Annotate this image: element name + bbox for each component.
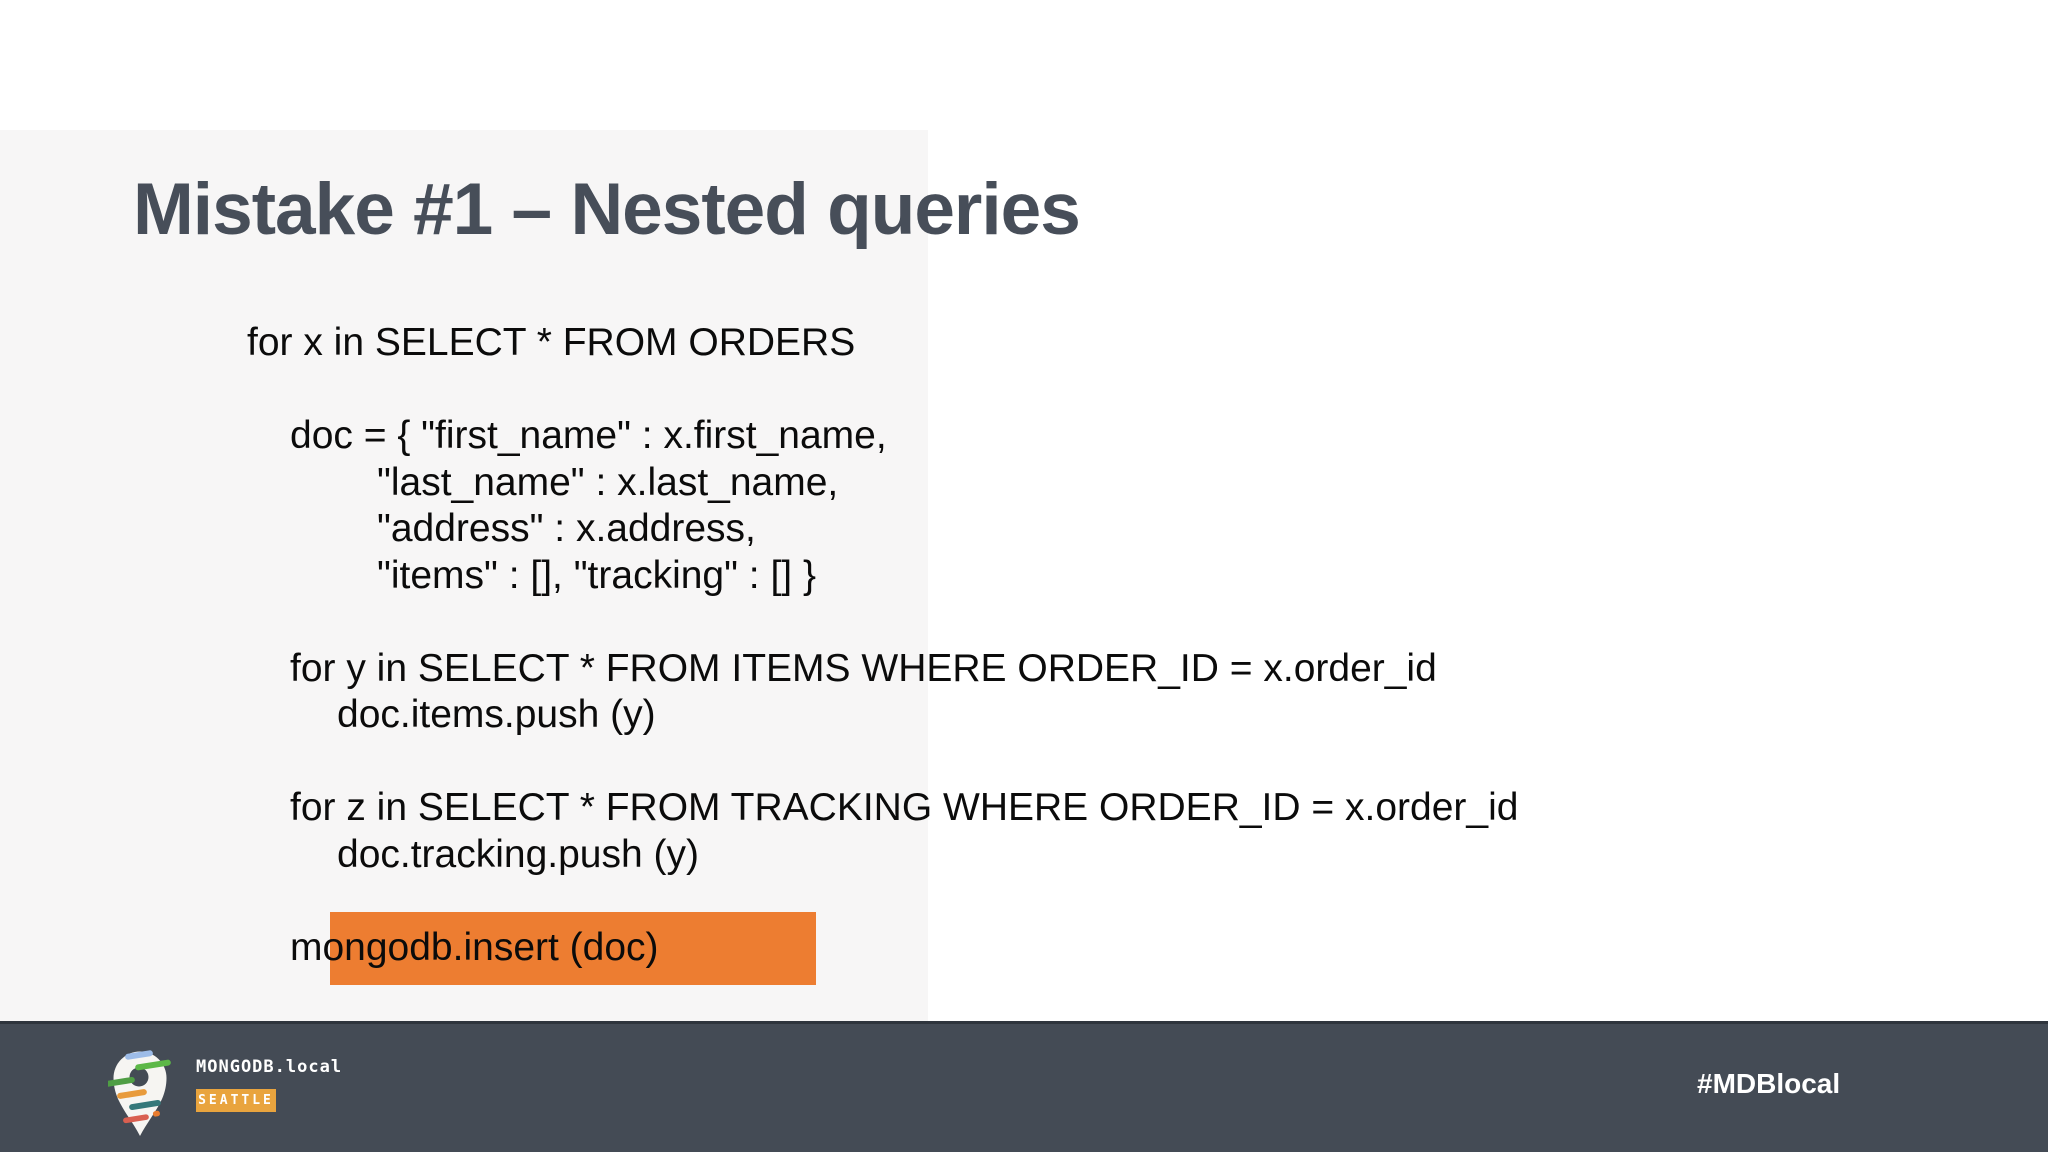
code-line: "address" : x.address, <box>377 507 756 550</box>
code-line: doc.tracking.push (y) <box>337 832 699 876</box>
code-line: "items" : [], "tracking" : [] } <box>377 553 816 597</box>
code-line-highlighted: mongodb.insert (doc) <box>290 925 659 969</box>
code-block: for x in SELECT * FROM ORDERS doc = { "f… <box>247 320 1518 971</box>
code-line <box>247 367 1518 414</box>
code-line <box>247 599 1518 646</box>
code-line: for x in SELECT * FROM ORDERS <box>247 321 856 364</box>
mongodb-local-wordmark: MONGODB.local <box>196 1057 343 1077</box>
code-line: for y in SELECT * FROM ITEMS WHERE ORDER… <box>290 646 1437 690</box>
event-hashtag: #MDBlocal <box>1697 1068 1841 1099</box>
slide-background-tint <box>0 130 928 1021</box>
code-line: "last_name" : x.last_name, <box>377 460 839 504</box>
code-line <box>247 878 1518 925</box>
code-highlight-rect <box>330 912 816 985</box>
city-badge-label: SEATTLE <box>198 1093 274 1108</box>
code-line <box>247 739 1518 786</box>
city-badge: SEATTLE <box>196 1089 276 1112</box>
code-line: doc.items.push (y) <box>337 693 656 736</box>
mongodb-local-pin-icon <box>108 1050 171 1136</box>
code-line: doc = { "first_name" : x.first_name, <box>290 414 887 457</box>
code-line: for z in SELECT * FROM TRACKING WHERE OR… <box>290 786 1519 829</box>
footer-bar: MONGODB.local SEATTLE #MDBlocal <box>0 1021 2048 1152</box>
slide-title: Mistake #1 – Nested queries <box>133 168 1081 250</box>
